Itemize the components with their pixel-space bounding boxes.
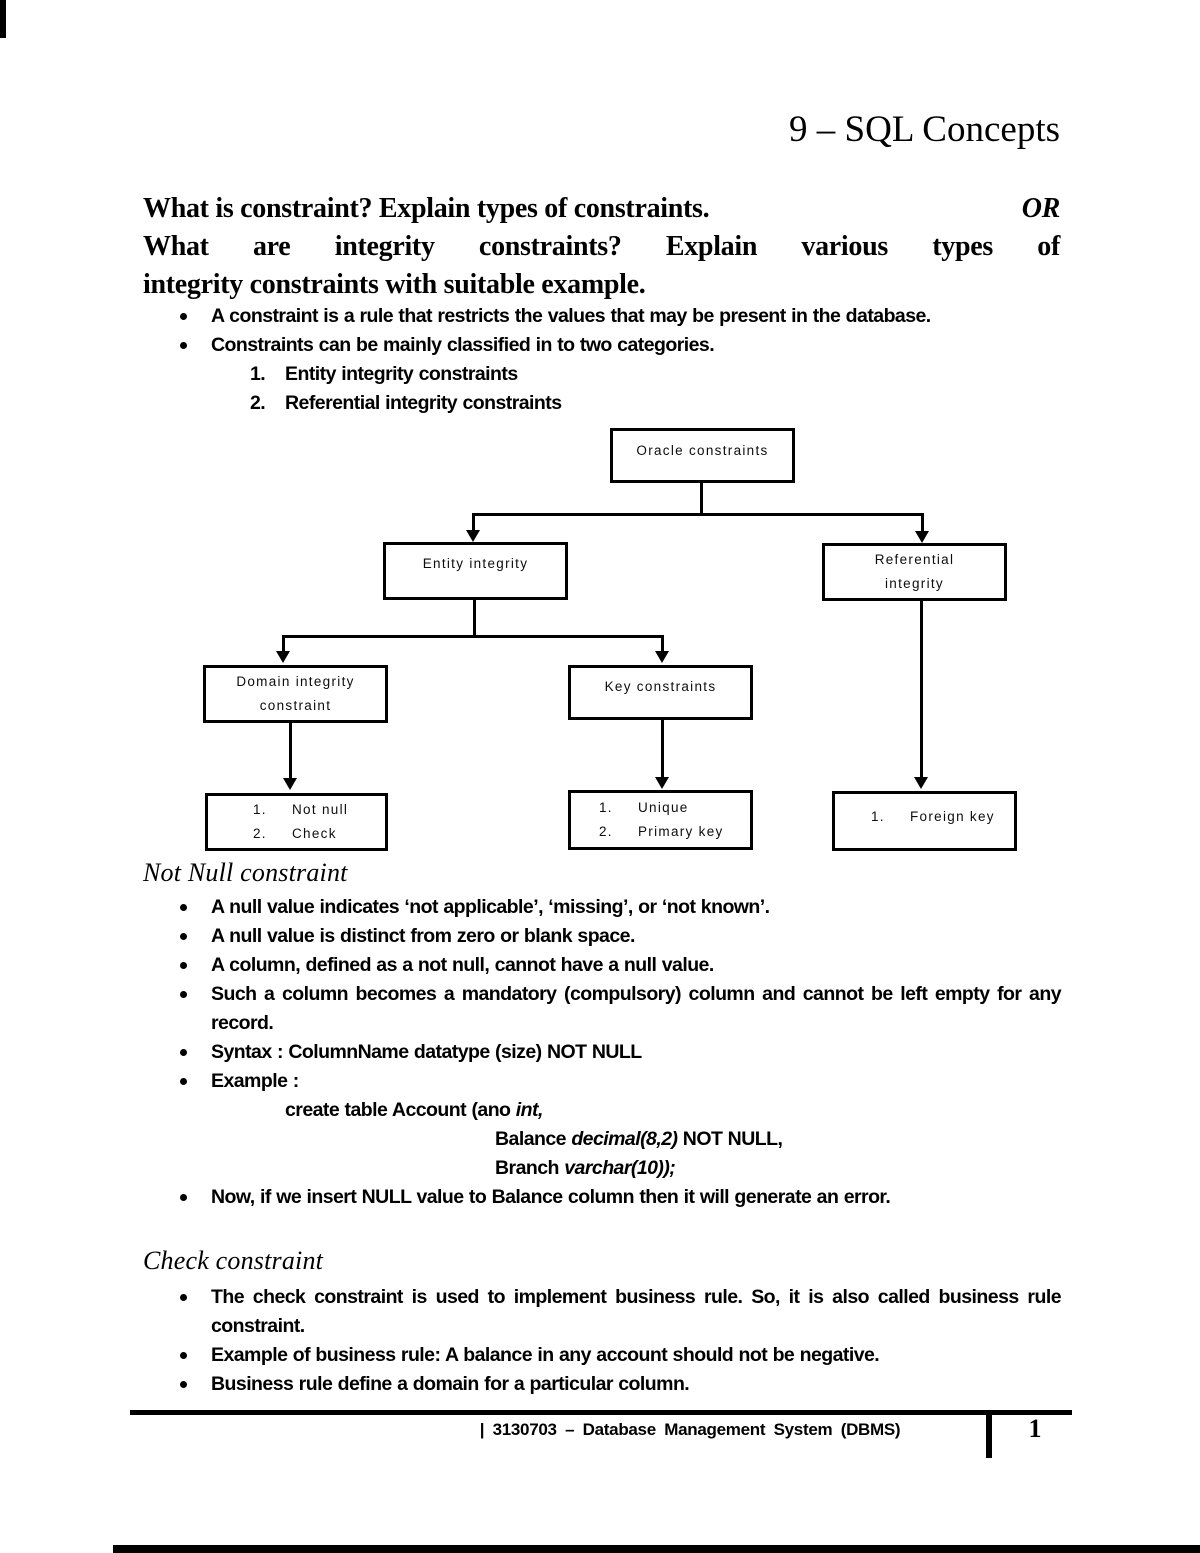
code-line: create table Account (ano int, <box>143 1096 1061 1125</box>
check-section: The check constraint is used to implemen… <box>143 1283 1062 1399</box>
arrowhead-icon <box>655 651 669 663</box>
check-heading: Check constraint <box>143 1246 324 1275</box>
question-line-2: What are integrity constraints? Explain … <box>143 231 1060 262</box>
node-label: integrity <box>885 576 944 591</box>
connector-line <box>661 720 664 778</box>
leaf-item: 2. Check <box>253 822 337 846</box>
node-entity-integrity: Entity integrity <box>383 542 568 600</box>
intro-bullet: A constraint is a rule that restricts th… <box>143 302 1061 331</box>
node-label: Entity integrity <box>422 556 529 571</box>
connector-line <box>920 601 923 778</box>
node-label: Referential <box>874 552 955 567</box>
connector-line <box>289 723 292 779</box>
leaf-number: 2. <box>253 826 267 841</box>
intro-numbered-item: 2. Referential integrity constraints <box>143 389 1061 418</box>
arrowhead-icon <box>276 651 290 663</box>
leaf-label: Not null <box>292 802 349 817</box>
leaf-label: Foreign key <box>910 809 995 824</box>
footer-rule <box>130 1410 1072 1415</box>
page-number: 1 <box>1028 1414 1042 1443</box>
code-italic: varchar(10)); <box>564 1157 676 1179</box>
node-label: Oracle constraints <box>636 443 769 458</box>
intro-bullet: Constraints can be mainly classified in … <box>143 331 1061 360</box>
not-null-bullet: A null value is distinct from zero or bl… <box>143 922 1061 951</box>
check-bullet: Example of business rule: A balance in a… <box>143 1341 1061 1370</box>
not-null-bullet: Now, if we insert NULL value to Balance … <box>143 1183 1061 1212</box>
question-line-3: integrity constraints with suitable exam… <box>143 269 646 300</box>
code-italic: decimal(8,2) <box>571 1128 678 1150</box>
arrowhead-icon <box>915 531 929 543</box>
check-bullet: The check constraint is used to implemen… <box>143 1283 1062 1341</box>
node-label: Key constraints <box>604 679 717 694</box>
node-label: constraint <box>259 698 332 713</box>
scan-artifact-bottom <box>113 1545 1200 1553</box>
code-text: NOT NULL, <box>677 1128 783 1150</box>
connector-line <box>921 513 924 533</box>
page-title: 9 – SQL Concepts <box>789 109 1060 150</box>
connector-line <box>282 635 664 638</box>
code-text: Balance <box>495 1128 572 1150</box>
code-line: Balance decimal(8,2) NOT NULL, <box>143 1125 1061 1154</box>
check-bullet: Business rule define a domain for a part… <box>143 1370 1061 1399</box>
list-text: Entity integrity constraints <box>285 363 518 385</box>
not-null-bullet: A column, defined as a not null, cannot … <box>143 951 1061 980</box>
connector-line <box>661 635 664 653</box>
example-text: : <box>287 1070 300 1092</box>
node-domain-integrity-constraint: Domain integrity constraint <box>203 665 388 723</box>
syntax-bullet: Syntax : ColumnName datatype (size) NOT … <box>143 1038 1061 1067</box>
leaf-number: 1. <box>253 802 267 817</box>
not-null-section: A null value indicates ‘not applicable’,… <box>143 893 1062 1212</box>
leaf-label: Primary key <box>638 824 724 839</box>
node-key-items: 1. Unique 2. Primary key <box>568 790 753 850</box>
list-text: Referential integrity constraints <box>285 392 562 414</box>
arrowhead-icon <box>655 777 669 789</box>
leaf-item: 1. Foreign key <box>871 805 995 829</box>
code-text: Branch <box>495 1157 565 1179</box>
node-domain-items: 1. Not null 2. Check <box>205 793 388 851</box>
intro-section: A constraint is a rule that restricts th… <box>143 302 1061 418</box>
syntax-text: : ColumnName datatype (size) NOT NULL <box>271 1041 642 1063</box>
connector-line <box>700 483 703 515</box>
not-null-bullet: A null value indicates ‘not applicable’,… <box>143 893 1061 922</box>
node-referential-items: 1. Foreign key <box>832 791 1017 851</box>
list-number: 1. <box>250 363 266 385</box>
not-null-bullet: Such a column becomes a mandatory (compu… <box>143 980 1062 1038</box>
leaf-label: Check <box>292 826 337 841</box>
connector-line <box>473 600 476 637</box>
intro-numbered-item: 1. Entity integrity constraints <box>143 360 1061 389</box>
connector-line <box>472 513 924 516</box>
question-line-1: What is constraint? Explain types of con… <box>143 193 710 224</box>
node-label: Domain integrity <box>236 674 355 689</box>
connector-line <box>472 513 475 533</box>
node-oracle-constraints: Oracle constraints <box>610 428 795 483</box>
node-key-constraints: Key constraints <box>568 665 753 720</box>
leaf-item: 2. Primary key <box>599 820 724 844</box>
scan-artifact-top-left <box>0 0 6 38</box>
leaf-item: 1. Unique <box>599 796 689 820</box>
leaf-number: 1. <box>599 800 613 815</box>
arrowhead-icon <box>914 777 928 789</box>
footer-divider-bar <box>986 1410 992 1458</box>
leaf-item: 1. Not null <box>253 798 348 822</box>
question-or-label: OR <box>1021 193 1061 224</box>
not-null-heading: Not Null constraint <box>143 858 348 887</box>
arrowhead-icon <box>283 778 297 790</box>
example-label: Example <box>211 1070 288 1092</box>
leaf-label: Unique <box>638 800 689 815</box>
syntax-label: Syntax <box>211 1041 272 1063</box>
code-italic: int, <box>515 1099 544 1121</box>
code-line: Branch varchar(10)); <box>143 1154 1061 1183</box>
leaf-number: 1. <box>871 809 885 824</box>
connector-line <box>282 635 285 653</box>
leaf-number: 2. <box>599 824 613 839</box>
arrowhead-icon <box>466 530 480 542</box>
node-referential-integrity: Referential integrity <box>822 543 1007 601</box>
list-number: 2. <box>250 392 266 414</box>
code-text: create table Account (ano <box>285 1099 516 1121</box>
example-bullet: Example : <box>143 1067 1061 1096</box>
question-heading: What is constraint? Explain types of con… <box>143 190 1060 304</box>
footer-course-label: | 3130703 – Database Management System (… <box>479 1420 901 1439</box>
